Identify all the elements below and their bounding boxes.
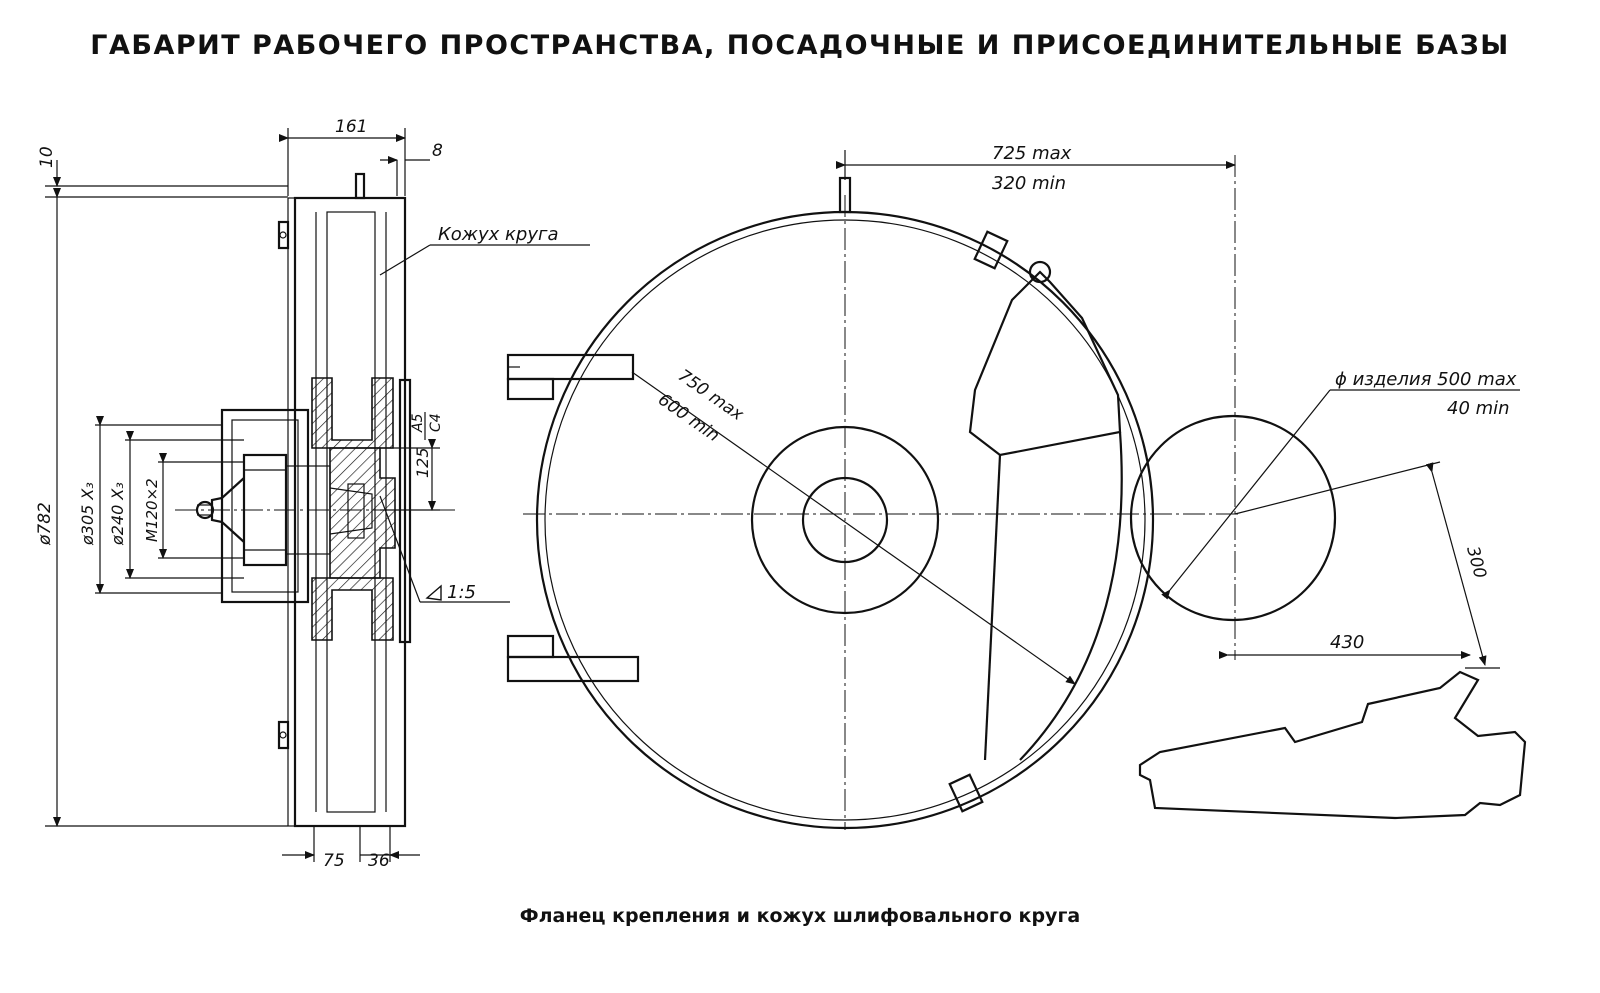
guard-shield bbox=[968, 270, 1122, 457]
workpiece-circle bbox=[1129, 414, 1337, 622]
bracket-lower bbox=[506, 655, 640, 683]
fit-upper: A5 bbox=[410, 413, 426, 433]
page-title: ГАБАРИТ РАБОЧЕГО ПРОСТРАНСТВА, ПОСАДОЧНЫ… bbox=[90, 30, 1510, 61]
figure-caption: Фланец крепления и кожух шлифовального к… bbox=[519, 905, 1081, 927]
guard-top-pin bbox=[354, 172, 366, 200]
hub-housing bbox=[220, 408, 310, 604]
dim-d782: ø782 bbox=[35, 502, 55, 546]
dim-430: 430 bbox=[1330, 632, 1364, 653]
dim-161: 161 bbox=[335, 117, 367, 137]
fit-lower: C4 bbox=[428, 413, 444, 432]
flange-hatched-upper bbox=[311, 377, 394, 449]
flange-hub-hatched bbox=[329, 447, 396, 579]
flange-hatched-lower bbox=[311, 577, 394, 641]
dim-part-min: 40 min bbox=[1447, 398, 1510, 419]
label-guard: Кожух круга bbox=[438, 224, 558, 245]
dim-320-min: 320 min bbox=[992, 173, 1066, 194]
taper-symbol bbox=[425, 584, 442, 601]
taper-ratio: 1:5 bbox=[447, 582, 476, 603]
dim-part-max: ϕ изделия 500 max bbox=[1335, 369, 1517, 390]
dim-thread: M120×2 bbox=[143, 478, 161, 542]
side-view: 161 8 10 ø782 Кожух круга ø305 X₃ bbox=[35, 117, 590, 871]
front-view: 750 max 600 min 725 max 320 min ϕ издели… bbox=[506, 143, 1527, 830]
dim-d240: ø240 X₃ bbox=[108, 482, 127, 546]
dim-300: 300 bbox=[1462, 544, 1490, 581]
dim-125: 125 bbox=[413, 447, 432, 478]
dim-8: 8 bbox=[432, 141, 443, 161]
guard-housing bbox=[293, 196, 407, 828]
wheel-flange-circle bbox=[750, 425, 940, 615]
dim-d305: ø305 X₃ bbox=[78, 482, 97, 546]
dim-36: 36 bbox=[368, 851, 390, 871]
dim-10: 10 bbox=[37, 146, 57, 168]
hub-bore-circle bbox=[801, 476, 889, 564]
work-rest bbox=[1138, 670, 1527, 820]
dim-725-max: 725 max bbox=[992, 143, 1072, 164]
bracket-upper bbox=[506, 353, 635, 381]
dim-75: 75 bbox=[323, 851, 345, 871]
